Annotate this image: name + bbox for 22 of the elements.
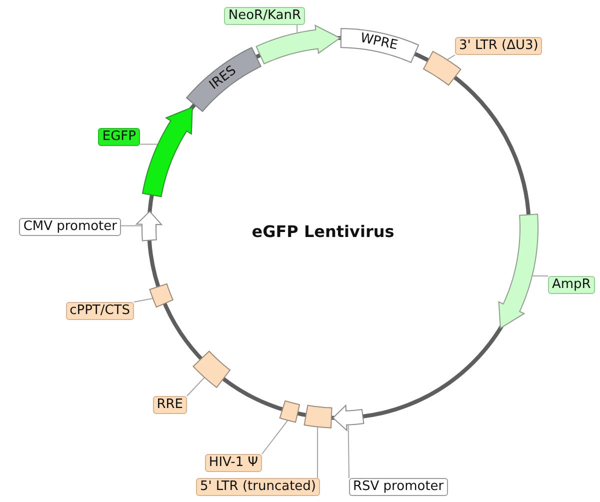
feature-label: RRE <box>152 396 187 414</box>
feature-label: HIV-1 Ψ <box>204 454 262 472</box>
leader-line <box>134 298 153 302</box>
leader-line <box>140 144 158 145</box>
leader-line <box>447 54 456 60</box>
feature-label: EGFP <box>98 128 140 146</box>
feature-label: 3' LTR (ΔU3) <box>455 37 542 55</box>
map-title: eGFP Lentivirus <box>252 221 394 243</box>
feature-label: RSV promoter <box>349 478 448 496</box>
leader-line <box>186 377 205 396</box>
feature-label: AmpR <box>548 276 595 294</box>
feature-label: 5' LTR (truncated) <box>196 478 320 496</box>
leader-line <box>262 420 288 454</box>
leader-line <box>317 426 318 478</box>
leader-line <box>532 275 548 276</box>
feature-label: NeoR/KanR <box>224 7 305 25</box>
leader-line <box>348 424 350 478</box>
feature-name: WPRE <box>358 30 399 54</box>
feature-label: CMV promoter <box>19 218 121 236</box>
feature-label: cPPT/CTS <box>66 302 134 320</box>
leader-line <box>296 24 298 33</box>
leader-line <box>120 225 142 226</box>
